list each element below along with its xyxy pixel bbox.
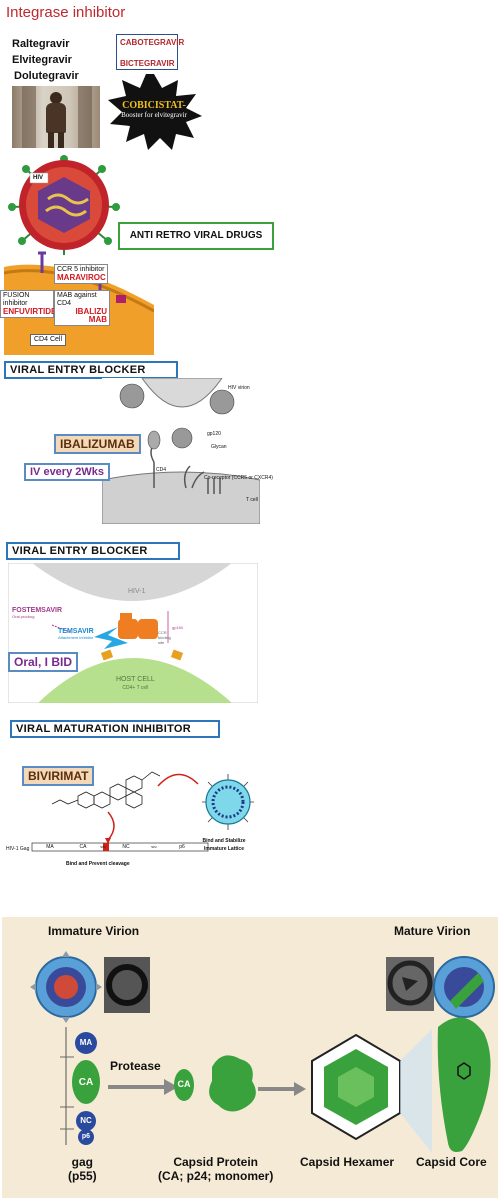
hiv-label: HIV — [33, 175, 44, 181]
cobicistat-starburst — [108, 74, 202, 150]
segment-ma: MA — [46, 844, 54, 850]
label-cd4: CD4 — [156, 467, 167, 473]
drug-dolutegravir: Dolutegravir — [14, 70, 79, 82]
mab-box: MAB against CD4 IBALIZU MAB — [54, 290, 110, 326]
ibalizumab-dose: IV every 2Wks — [24, 463, 110, 481]
label-gp120: gp120 — [207, 431, 221, 437]
ccr-binding-label: CCR binding site — [158, 630, 171, 645]
ca-bubble-label: CA — [177, 1079, 191, 1089]
drug-raltegravir: Raltegravir — [12, 38, 70, 50]
drug-elvitegravir: Elvitegravir — [12, 54, 72, 66]
section-header-maturation: VIRAL MATURATION INHIBITOR — [10, 720, 220, 738]
label-coreceptor: Co-receptor (CCR5 or CXCR4) — [204, 475, 273, 481]
ccr5-box: CCR 5 inhibitor MARAVIROC — [54, 264, 108, 284]
immature-virion-label: Immature Virion — [48, 924, 140, 938]
gag-segments: MA CA SP1 NC SP2 p6 — [32, 843, 208, 851]
fusion-drug: ENFUVIRTIDE — [3, 307, 57, 316]
temsavir-label: TEMSAVIR Attachment inhibitor — [58, 628, 94, 640]
gag-domain-ma: MA — [79, 1038, 93, 1047]
mature-virion-label: Mature Virion — [394, 924, 471, 938]
integrase-drug-list: Raltegravir Elvitegravir Dolutegravir — [12, 36, 79, 84]
mab-label: MAB against CD4 — [57, 292, 97, 307]
fostemsavir-dose: Oral, I BID — [8, 652, 79, 672]
ccr5-drug: MARAVIROC — [57, 273, 106, 282]
bivirimat-tag: BIVIRIMAT — [22, 766, 95, 786]
segment-sp2: SP2 — [151, 845, 157, 849]
gag-label-line1: gag — [71, 1155, 93, 1169]
segment-sp1: SP1 — [100, 845, 106, 849]
gag-label-line2: (p55) — [68, 1169, 97, 1183]
newer-integrase-box: CABOTEGRAVIR BICTEGRAVIR — [116, 34, 185, 70]
host-cell-sub: CD4+ T cell — [122, 685, 149, 691]
capsid-protein-label: Capsid Protein (CA; p24; monomer) — [158, 1155, 273, 1183]
segment-nc: NC — [122, 844, 130, 850]
drug-bictegravir: BICTEGRAVIR — [120, 59, 175, 68]
prevent-cleavage-label: Bind and Prevent cleavage — [66, 861, 130, 867]
cobicistat-title: COBICISTAT- — [122, 100, 186, 111]
capsid-protein-line1: Capsid Protein — [173, 1155, 259, 1169]
page-title: Integrase inhibitor — [6, 4, 126, 21]
temsavir-sub: Attachment inhibitor — [58, 635, 94, 640]
label-hiv-virion: HIV virion — [228, 385, 250, 391]
fusion-label: FUSION inhibitor — [3, 292, 30, 307]
ccr5-label: CCR 5 inhibitor — [57, 266, 105, 273]
fostemsavir-diagram — [8, 563, 258, 703]
cobicistat-label: COBICISTAT- Booster for elvitegravir — [118, 100, 190, 119]
section-header-entry-2: VIRAL ENTRY BLOCKER — [6, 542, 180, 560]
cobicistat-subtitle: Booster for elvitegravir — [121, 111, 187, 119]
gag-bar-label: HIV-1 Gag — [6, 846, 30, 852]
gag-domain-ca: CA — [78, 1077, 94, 1088]
label-tcell: T cell — [246, 497, 258, 503]
cd4-cell-label: CD4 Cell — [30, 334, 67, 346]
mab-drug: IBALIZU MAB — [75, 307, 107, 324]
temsavir-name: TEMSAVIR — [58, 628, 94, 635]
bivirimat-diagram — [31, 771, 254, 852]
ibalizumab-tag: IBALIZUMAB — [54, 434, 141, 454]
gp160-label: gp160 — [172, 625, 184, 630]
gag-domain-p6: p6 — [81, 1133, 91, 1140]
arv-drugs-label: ANTI RETRO VIRAL DRUGS — [129, 230, 263, 241]
capsid-illustration — [30, 951, 495, 1153]
drug-cabotegravir: CABOTEGRAVIR — [120, 38, 185, 47]
fostemsavir-label: FOSTEMSAVIR Oral prodrug — [12, 607, 62, 619]
host-cell-label: HOST CELL CD4+ T cell — [116, 676, 155, 692]
protease-label: Protease — [110, 1059, 161, 1073]
capsid-hexamer-label: Capsid Hexamer — [300, 1155, 395, 1169]
label-glycan: Glycan — [211, 444, 227, 450]
capsid-panel: Immature Virion Mature Virion MA CA NC p… — [2, 917, 498, 1198]
hiv1-label: HIV-1 — [128, 588, 146, 595]
arv-diagram — [4, 155, 154, 355]
capsid-protein-line2: (CA; p24; monomer) — [158, 1169, 274, 1183]
stabilize-lattice-label: Bind and Stabilize Immature Lattice — [202, 838, 246, 852]
fostemsavir-sub: Oral prodrug — [12, 614, 35, 619]
segment-ca: CA — [79, 844, 87, 850]
host-cell-name: HOST CELL — [116, 676, 155, 683]
segment-p6: p6 — [179, 844, 185, 850]
capsid-core-label: Capsid Core — [416, 1155, 487, 1169]
section-header-entry-1: VIRAL ENTRY BLOCKER — [4, 361, 178, 379]
gag-label: gag (p55) — [68, 1155, 97, 1183]
patient-photo — [12, 86, 100, 148]
fusion-box: FUSION inhibitor ENFUVIRTIDE — [0, 290, 57, 318]
fostemsavir-name: FOSTEMSAVIR — [12, 607, 63, 614]
gag-domain-nc: NC — [80, 1116, 92, 1125]
arv-drugs-box: ANTI RETRO VIRAL DRUGS — [118, 222, 274, 250]
